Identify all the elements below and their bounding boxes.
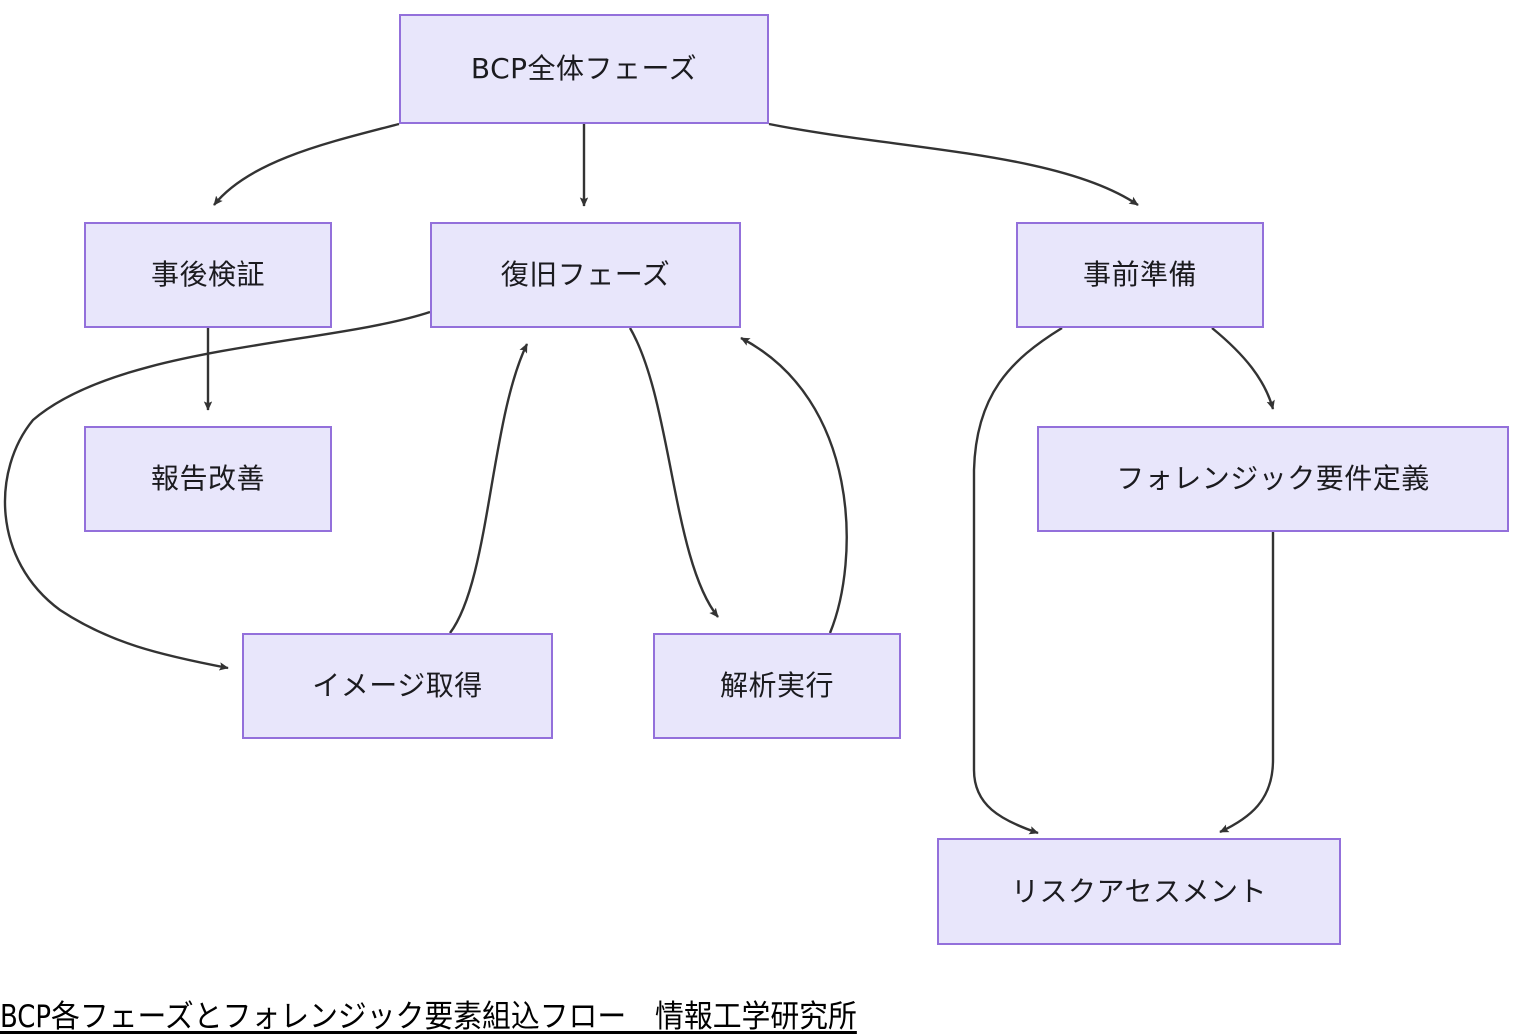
edge-bcp-to-prepare <box>768 122 1139 206</box>
edge-recovery-to-analysis <box>628 327 719 618</box>
node-label: 解析実行 <box>719 669 834 703</box>
node-label: 事後検証 <box>150 258 265 292</box>
edge-analysis-to-recovery <box>740 336 848 634</box>
node-bcp-overall-phase[interactable]: BCP全体フェーズ <box>399 14 769 124</box>
node-advance-preparation[interactable]: 事前準備 <box>1016 222 1264 328</box>
edge-forensics-to-risk <box>1219 532 1275 834</box>
caption-text: BCP各フェーズとフォレンジック要素組込フロー 情報工学研究所 <box>0 999 857 1035</box>
node-forensic-requirements[interactable]: フォレンジック要件定義 <box>1037 426 1509 532</box>
node-report-improvement[interactable]: 報告改善 <box>84 426 332 532</box>
edge-bcp-to-post <box>213 122 400 206</box>
node-label: イメージ取得 <box>312 669 483 703</box>
node-risk-assessment[interactable]: リスクアセスメント <box>937 838 1341 945</box>
node-label: リスクアセスメント <box>1011 874 1267 908</box>
node-recovery-phase[interactable]: 復旧フェーズ <box>430 222 741 328</box>
node-label: 復旧フェーズ <box>500 258 671 292</box>
node-post-verification[interactable]: 事後検証 <box>84 222 332 328</box>
node-image-acquisition[interactable]: イメージ取得 <box>242 633 553 739</box>
edge-image-to-recovery <box>449 343 529 634</box>
diagram-caption: BCP各フェーズとフォレンジック要素組込フロー 情報工学研究所 <box>0 991 1536 1036</box>
node-analysis-execution[interactable]: 解析実行 <box>653 633 901 739</box>
node-label: 報告改善 <box>150 462 265 496</box>
node-label: BCP全体フェーズ <box>470 52 698 86</box>
edge-prepare-to-forensics <box>1211 327 1275 410</box>
node-label: フォレンジック要件定義 <box>1116 462 1430 496</box>
node-label: 事前準備 <box>1082 258 1197 292</box>
edge-prepare-to-risk <box>972 326 1063 835</box>
